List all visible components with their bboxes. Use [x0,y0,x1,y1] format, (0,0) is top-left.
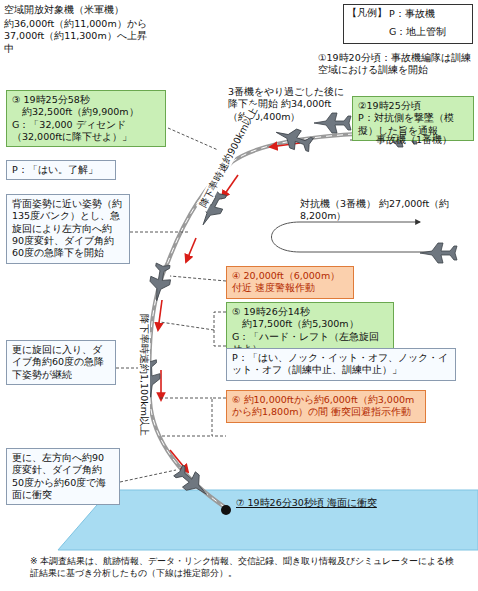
annotation: 空域開放対象機（米軍機） [4,4,154,16]
legend-entry: P：事故機 [389,8,435,21]
legend-entry: G：地上管制 [389,26,446,39]
box-text: ②19時25分頃 [358,100,468,112]
note-box: 更に旋回に入り、ダイブ角約60度の急降下姿勢が継続 [6,340,116,385]
box-text: 背面姿勢に近い姿勢（約135度バンク）とし、急旋回により左方向へ約90度変針、ダ… [12,198,124,260]
jet [147,263,173,303]
alert-box: ⑥ 約10,000ftから約6,000ft（約3,000mから約1,800m）の… [226,390,426,423]
box-text: ⑥ 約10,000ftから約6,000ft（約3,000mから約1,800m）の… [232,394,420,419]
sea-surface [58,490,478,550]
box-text: ④ 20,000ft（6,000m）付近 速度警報作動 [232,270,348,295]
annotation: ①19時20分頃：事故機編隊は訓練空域における訓練を開始 [318,52,474,77]
annotation: 対抗機（3番機） 約27,000ft（約8,200m） [300,198,450,223]
note-box: 更に、左方向へ約90度変針、ダイブ角約50度から約60度で海面に衝突 [6,448,120,505]
box-text: ⑤ 19時26分14秒 [232,306,388,318]
jet [172,463,213,502]
box-text: P：「はい、ノック・イット・オフ、ノック・イット・オフ（訓練中止、訓練中止）」 [232,352,450,377]
flight-path-center [149,132,398,508]
impact-point [221,505,231,515]
alert-box: ④ 20,000ft（6,000m）付近 速度警報作動 [226,266,354,299]
box-text: 更に旋回に入り、ダイブ角約60度の急降下姿勢が継続 [12,344,110,381]
note-box: 背面姿勢に近い姿勢（約135度バンク）とし、急旋回により左方向へ約90度変針、ダ… [6,194,130,264]
jet [314,113,351,133]
note-box: P：「はい、ノック・イット・オフ、ノック・イット・オフ（訓練中止、訓練中止）」 [226,348,456,381]
speed-label: 降下率時速約1,100km以上 [138,312,150,438]
flight-path [149,132,398,508]
box-text: P：「はい。了解」 [12,164,110,176]
box-text: 約17,500ft（約5,300m） [232,318,388,330]
footnote: ※ 本調査結果は、航跡情報、データ・リンク情報、交信記録、聞き取り情報及びシミュ… [30,556,460,579]
box-text: G：「32,000 ディセンド（32,000ftに降下せよ）」 [12,119,160,144]
annotation: 約36,000ft（約11,000m）から 37,000ft（約11,300m）… [4,18,154,55]
note-box: P：「はい。了解」 [6,160,116,180]
box-text: 更に、左方向へ約90度変針、ダイブ角約50度から約60度で海面に衝突 [12,452,114,501]
opponent-track [272,222,433,252]
box-text: 約32,500ft（約9,900m） [12,106,160,118]
annotation: 事故機（1番機） [376,134,452,146]
annotation: ⑦ 19時26分30秒頃 海面に衝突 [236,497,386,509]
box-text: P：対抗側を撃墜（模擬）した旨を通報 [358,112,468,137]
opponent-jet [420,243,457,263]
box-text: ③ 19時25分58秒 [12,94,160,106]
jet [273,123,315,154]
legend-title: 【凡例】 [347,7,387,19]
radio-callout-box: ③ 19時25分58秒約32,500ft（約9,900m）G：「32,000 デ… [6,90,166,147]
